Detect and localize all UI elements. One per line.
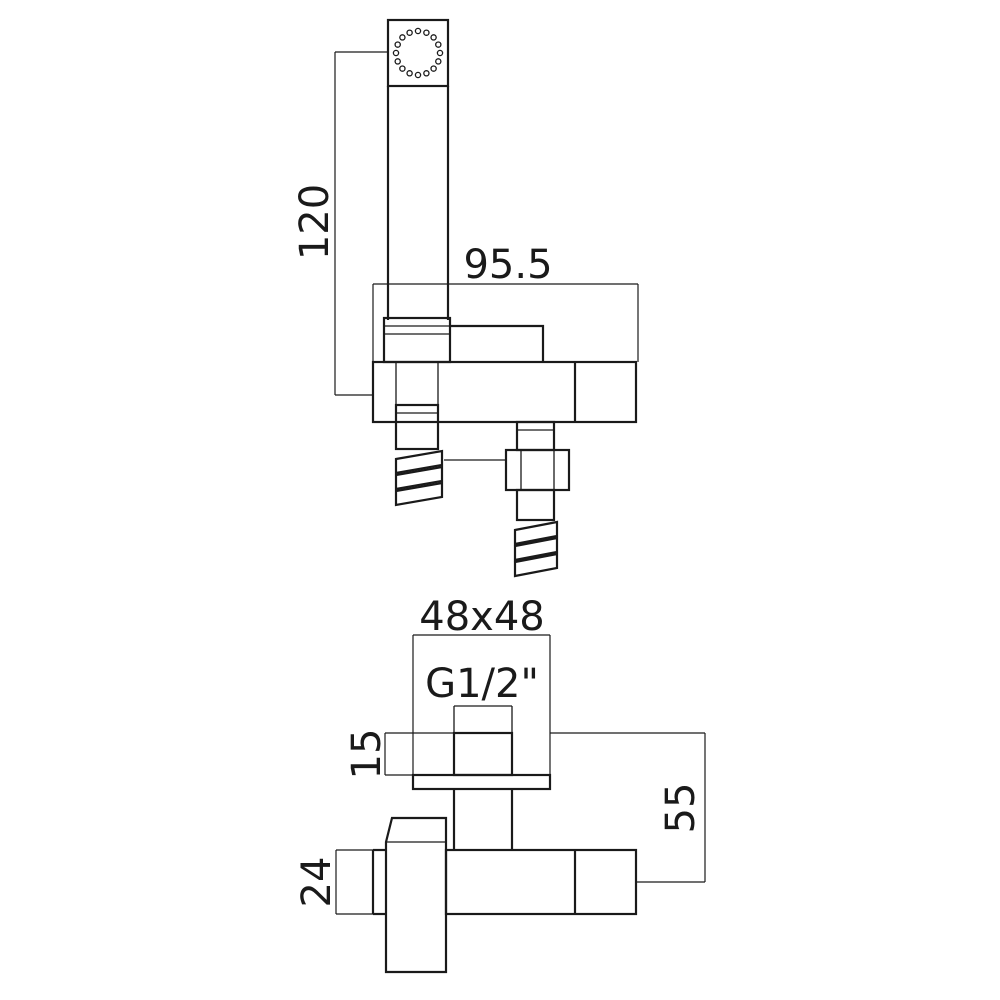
hose-coil — [394, 465, 444, 491]
nozzle-hole — [399, 65, 406, 72]
plan-valve-body — [444, 848, 638, 916]
dimension-48x48: 48x48 — [412, 594, 551, 775]
nozzle-hole — [435, 41, 442, 48]
dimension-label-48x48: 48x48 — [419, 594, 544, 640]
hose-coil — [394, 481, 444, 507]
nozzle-hole — [399, 34, 406, 41]
hose-coil — [513, 520, 559, 546]
shower-head-face — [386, 18, 450, 88]
plan-view: 48x48 G1/2" 15 55 24 — [294, 594, 706, 974]
wall-plate — [411, 773, 552, 791]
nozzle-hole — [394, 41, 401, 48]
nozzle-hole — [436, 49, 444, 57]
dimension-15: 15 — [344, 729, 454, 780]
handle-collar — [382, 316, 452, 364]
dimension-120: 120 — [292, 51, 388, 396]
nozzle-hole — [423, 29, 430, 36]
thread-stub — [452, 731, 514, 777]
dimension-label-120: 120 — [292, 184, 338, 260]
dimension-label-24: 24 — [294, 857, 340, 908]
nozzle-hole — [430, 34, 437, 41]
hose-coil — [513, 536, 559, 562]
dimension-24: 24 — [294, 849, 373, 915]
nozzle-hole — [406, 29, 413, 36]
dimension-label-15: 15 — [344, 729, 390, 780]
dimension-55: 55 — [550, 732, 706, 883]
nozzle-hole — [414, 27, 422, 35]
inlet-stem — [515, 420, 556, 452]
right-hose — [513, 520, 559, 578]
nozzle-hole — [435, 58, 442, 65]
nozzle-hole — [414, 71, 422, 79]
nozzle-hole — [392, 49, 400, 57]
holder-stub — [450, 324, 545, 362]
valve-body — [371, 360, 638, 424]
nozzle-hole — [406, 70, 413, 77]
inlet-tail — [515, 488, 556, 522]
nozzle-hole — [394, 58, 401, 65]
hose-coil — [513, 552, 559, 578]
nozzle-hole — [423, 70, 430, 77]
dimension-95-5: 95.5 — [372, 242, 639, 362]
thread-label: G1/2" — [425, 661, 539, 707]
nozzle-hole — [430, 65, 437, 72]
dimension-label-95-5: 95.5 — [463, 242, 552, 288]
side-elevation-view: 120 95.5 — [292, 18, 639, 578]
dimension-label-55: 55 — [658, 783, 704, 834]
inlet-hex-nut — [504, 448, 571, 492]
hose-coil — [394, 449, 444, 475]
shower-nozzles — [392, 27, 444, 79]
shower-holder — [384, 816, 448, 974]
left-hose — [394, 449, 444, 507]
left-hose-nut — [394, 403, 440, 451]
